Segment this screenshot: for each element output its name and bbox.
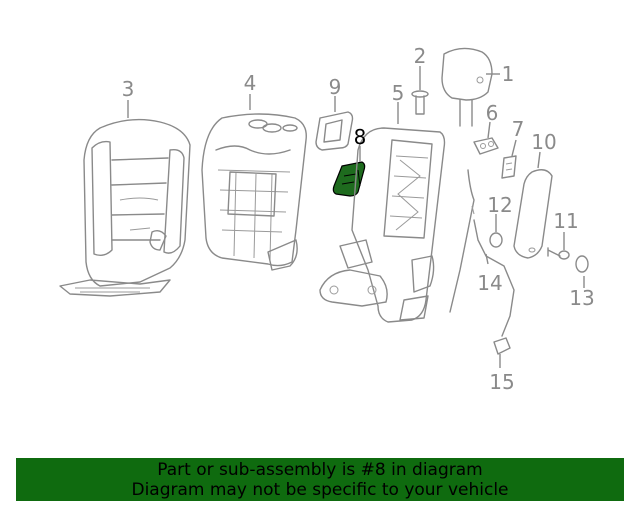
- info-banner: Part or sub-assembly is #8 in diagram Di…: [16, 458, 624, 501]
- callout-9: 9: [329, 75, 342, 99]
- callout-10: 10: [531, 130, 556, 154]
- part-5-seat-back-frame: [319, 127, 446, 323]
- part-12-grommet: [489, 232, 503, 248]
- part-14-cable: [449, 169, 515, 337]
- part-4-seat-back-pad: [201, 113, 307, 271]
- part-13-clip: [575, 255, 589, 273]
- callout-3: 3: [122, 77, 135, 101]
- part-1-headrest: [441, 47, 493, 127]
- part-3-seat-back-cover: [59, 118, 191, 297]
- part-8-highlighted: [332, 161, 366, 197]
- leader-lines: [127, 66, 585, 368]
- seat-parts-diagram: 3 4 9 8 5 2 1 6 7 10 12 11 13 14 15: [59, 44, 595, 394]
- callout-4: 4: [244, 71, 257, 95]
- part-11-screw: [547, 247, 570, 260]
- banner-line-disclaimer: Diagram may not be specific to your vehi…: [131, 480, 509, 500]
- part-7-bracket: [501, 155, 517, 179]
- callout-12: 12: [487, 193, 512, 217]
- callout-6: 6: [486, 101, 499, 125]
- callout-7: 7: [512, 117, 525, 141]
- callout-5: 5: [392, 81, 405, 105]
- part-9-trim-bezel: [315, 111, 354, 151]
- part-15-cable-clip: [493, 337, 511, 355]
- part-10-side-pad: [513, 169, 553, 259]
- callout-1: 1: [502, 62, 515, 86]
- part-6-latch: [473, 137, 499, 155]
- callout-8: 8: [354, 125, 367, 149]
- callout-13: 13: [569, 286, 594, 310]
- part-2-headrest-guide: [411, 90, 429, 115]
- callout-11: 11: [553, 209, 578, 233]
- callout-2: 2: [414, 44, 427, 68]
- callout-15: 15: [489, 370, 514, 394]
- banner-line-part-number: Part or sub-assembly is #8 in diagram: [157, 460, 483, 480]
- callout-14: 14: [477, 271, 502, 295]
